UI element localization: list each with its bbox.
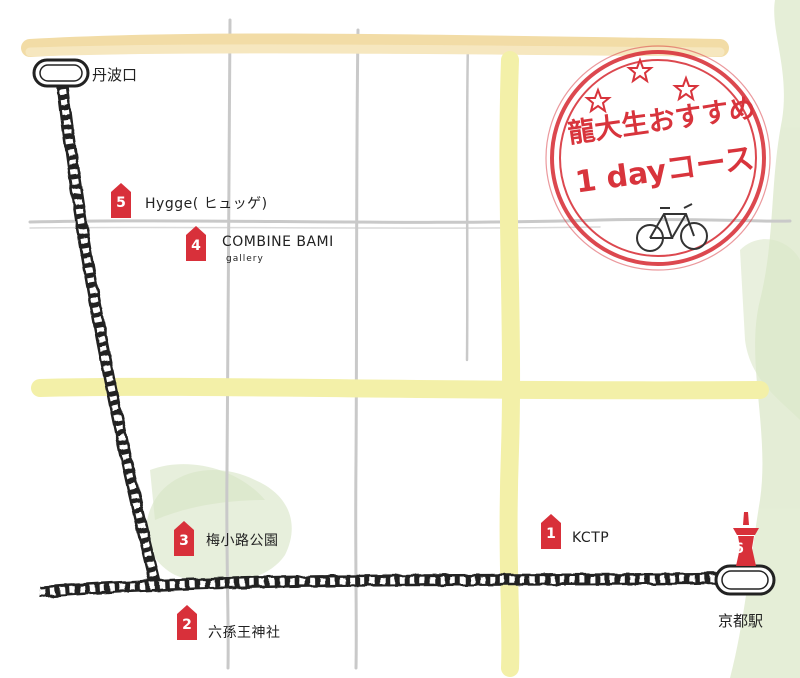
spot-label-umekoji: 梅小路公園: [206, 533, 279, 549]
spot-sublabel-gallery: gallery: [226, 254, 264, 264]
spot-label-combine-bami: COMBINE BAMI: [222, 234, 334, 250]
spot-pin-3[interactable]: 3: [173, 527, 195, 557]
station-label-tambaguchi: 丹波口: [92, 66, 138, 84]
spot-pin-1[interactable]: 1: [540, 520, 562, 550]
spot-label-hygge: Hygge( ヒュッゲ): [145, 196, 268, 212]
pin-shapes: [111, 183, 561, 640]
station-marker-tambaguchi[interactable]: [32, 58, 90, 88]
spot-number: 1: [546, 526, 556, 542]
railway-lines: [39, 79, 726, 598]
station-label-kyoto: 京都駅: [718, 612, 764, 630]
spot-pin-5[interactable]: 5: [110, 189, 132, 219]
spot-label-rokusonno: 六孫王神社: [208, 625, 281, 641]
spot-number: 3: [179, 533, 189, 549]
umekoji-park-area: [146, 464, 292, 584]
spot-number: 2: [182, 617, 192, 633]
spot-pin-2[interactable]: 2: [176, 611, 198, 641]
bicycle-icon: [636, 203, 708, 252]
spot-pin-6[interactable]: 6: [728, 538, 750, 560]
star-icon: [584, 87, 612, 114]
station-marker-kyoto[interactable]: [714, 564, 776, 596]
star-icon: [672, 75, 700, 102]
star-icon: [626, 57, 654, 84]
kyoto-tower-icon: [733, 512, 759, 566]
green-area-east: [730, 0, 800, 678]
spot-number: 5: [116, 195, 126, 211]
spot-number: 4: [191, 238, 201, 254]
spot-label-kctp: KCTP: [572, 530, 610, 546]
course-stamp: [545, 45, 771, 271]
spot-pin-4[interactable]: 4: [185, 232, 207, 262]
spot-number: 6: [734, 541, 744, 557]
